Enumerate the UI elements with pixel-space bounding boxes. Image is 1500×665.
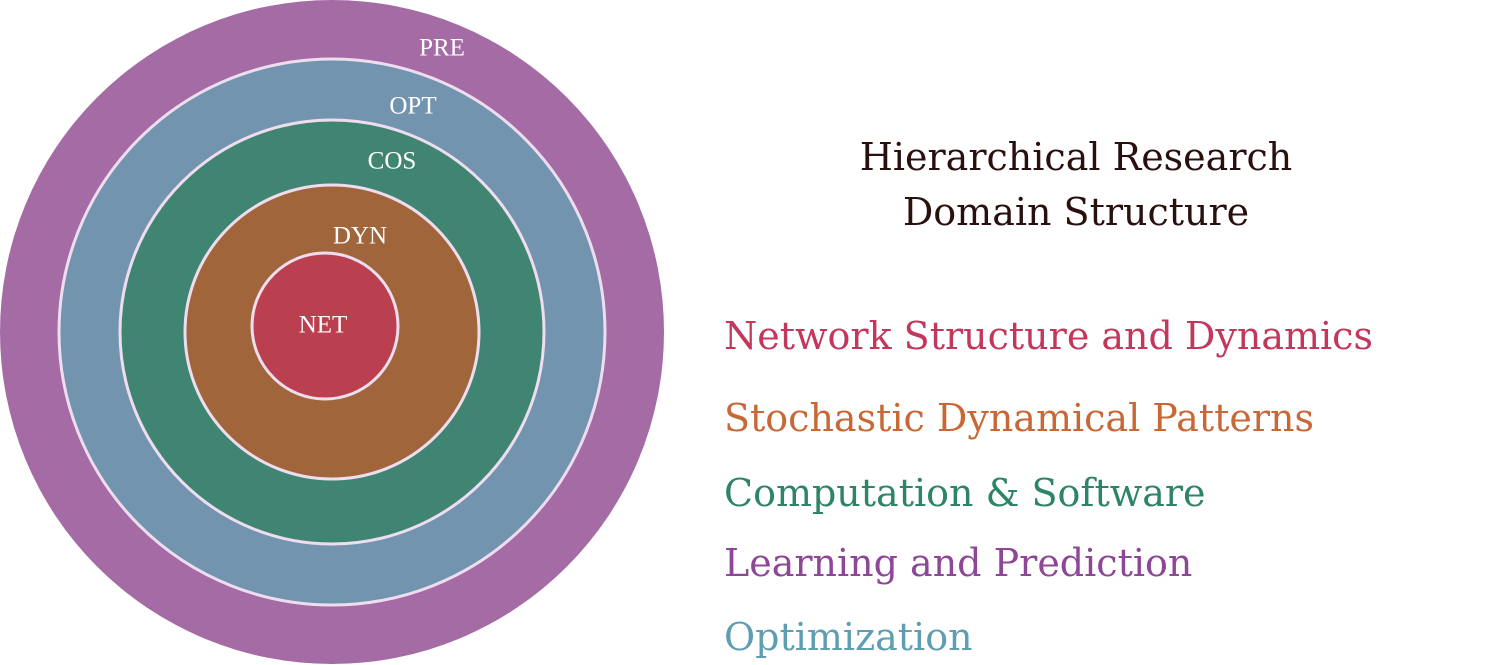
ring-label-dyn: DYN bbox=[333, 223, 387, 250]
legend-item-learning: Learning and Prediction bbox=[724, 541, 1193, 585]
legend-item-stochastic: Stochastic Dynamical Patterns bbox=[724, 396, 1314, 440]
diagram-title-line-1: Hierarchical Research bbox=[859, 135, 1293, 179]
legend-item-network: Network Structure and Dynamics bbox=[724, 314, 1373, 358]
legend-item-computation: Computation & Software bbox=[724, 471, 1206, 515]
diagram-title: Hierarchical Research Domain Structure bbox=[776, 130, 1376, 240]
ring-label-pre: PRE bbox=[419, 35, 465, 62]
legend-item-optimization: Optimization bbox=[724, 615, 973, 659]
concentric-domain-diagram: PRE OPT COS DYN NET bbox=[0, 0, 664, 664]
ring-label-opt: OPT bbox=[389, 93, 436, 120]
ring-net bbox=[250, 251, 400, 401]
ring-label-cos: COS bbox=[368, 148, 417, 175]
ring-label-net: NET bbox=[299, 312, 348, 339]
diagram-title-line-2: Domain Structure bbox=[902, 190, 1250, 234]
